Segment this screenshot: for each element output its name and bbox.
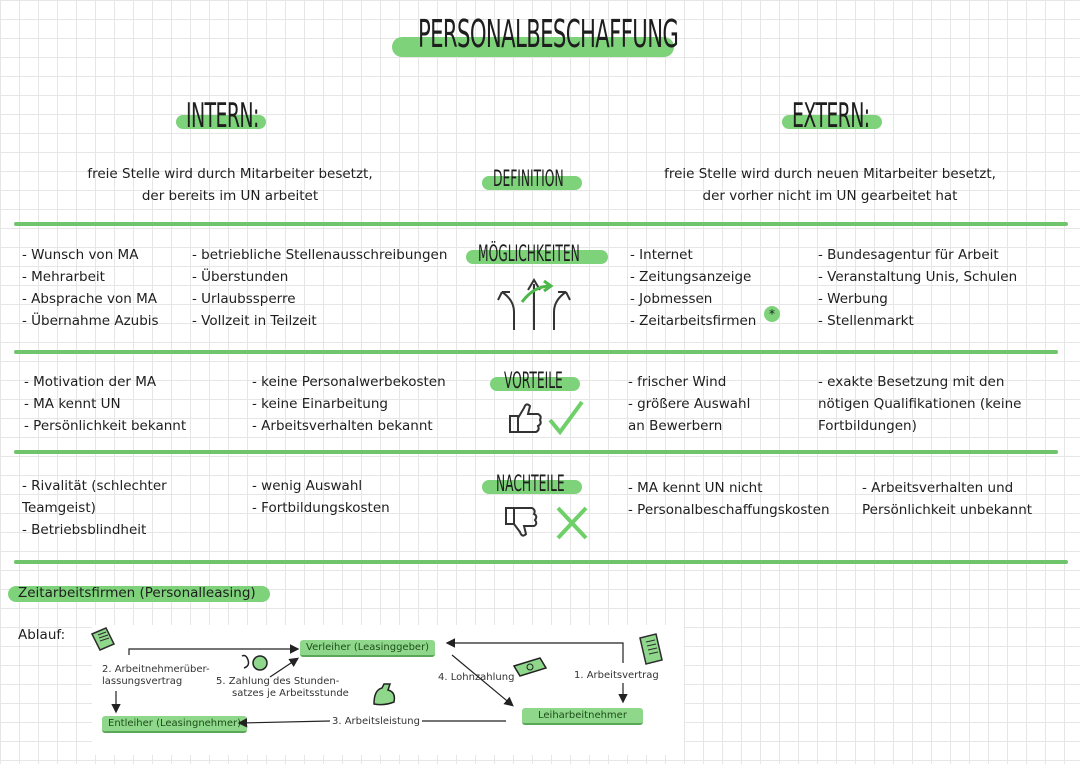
- nachteile-extern-a: - MA kennt UN nicht - Personalbeschaffun…: [628, 477, 830, 521]
- nachteile-intern-a: - Rivalität (schlechter Teamgeist) - Bet…: [22, 475, 167, 541]
- document-icon: [639, 633, 663, 665]
- vorteile-extern-a: - frischer Wind - größere Auswahl an Bew…: [628, 371, 750, 437]
- list-item: - Vollzeit in Teilzeit: [192, 313, 317, 329]
- list-item: - Veranstaltung Unis, Schulen: [818, 269, 1018, 285]
- list-item: - Zeitungsanzeige: [630, 269, 752, 285]
- step-5-label: 5. Zahlung des Stunden- satzes je Arbeit…: [216, 676, 349, 700]
- vorteile-intern-a: - Motivation der MA - MA kennt UN - Pers…: [24, 371, 186, 437]
- vorteile-label: VORTEILE: [504, 369, 563, 394]
- list-item: nötigen Qualifikationen (keine: [818, 396, 1022, 412]
- list-item: Persönlichkeit unbekannt: [862, 502, 1033, 518]
- list-item: - Stellenmarkt: [818, 313, 914, 329]
- list-item: - frischer Wind: [628, 374, 727, 390]
- definition-intern-line: der bereits im UN arbeitet: [141, 188, 319, 204]
- step-3-label: 3. Arbeitsleistung: [332, 716, 420, 727]
- banknote-icon: [512, 657, 548, 677]
- crossroads-icon: [497, 278, 571, 330]
- definition-extern-line: freie Stelle wird durch neuen Mitarbeite…: [664, 166, 996, 182]
- definition-label: DEFINITION: [493, 167, 564, 192]
- divider: [14, 560, 1068, 564]
- list-item: - Betriebsblindheit: [22, 522, 147, 538]
- title-highlight: [392, 37, 674, 57]
- moeglichkeiten-extern-a: - Internet - Zeitungsanzeige - Jobmessen…: [630, 244, 756, 332]
- step-2-line: 2. Arbeitnehmerüber-: [102, 664, 210, 675]
- document-icon: [90, 627, 116, 651]
- extern-highlight: [782, 115, 882, 129]
- step-1-label: 1. Arbeitsvertrag: [574, 670, 659, 681]
- verleiher-box: Verleiher (Leasinggeber): [300, 640, 436, 657]
- moeglichkeiten-intern-b: - betriebliche Stellenausschreibungen - …: [192, 244, 447, 332]
- list-item: - keine Einarbeitung: [252, 396, 388, 412]
- thumbs-up-icon: [509, 400, 584, 436]
- divider: [14, 222, 1068, 226]
- vorteile-label-highlight: [490, 377, 580, 391]
- intern-highlight: [176, 115, 266, 129]
- list-item: - Personalbeschaffungskosten: [628, 502, 830, 518]
- step-2-line: lassungsvertrag: [102, 676, 183, 687]
- list-item: - Arbeitsverhalten und: [862, 480, 1014, 496]
- list-item: - Mehrarbeit: [22, 269, 105, 285]
- moeglichkeiten-label-highlight: [466, 250, 608, 264]
- vorteile-extern-b: - exakte Besetzung mit den nötigen Quali…: [818, 371, 1021, 437]
- entleiher-box: Entleiher (Leasingnehmer): [102, 716, 248, 733]
- step-4-label: 4. Lohnzahlung: [438, 672, 515, 683]
- moeglichkeiten-extern-b: - Bundesagentur für Arbeit - Veranstaltu…: [818, 244, 1017, 332]
- list-item: - Wunsch von MA: [22, 247, 139, 263]
- muscle-icon: [373, 683, 396, 706]
- list-item: - MA kennt UN: [24, 396, 121, 412]
- list-item: - Bundesagentur für Arbeit: [818, 247, 999, 263]
- list-item: - Zeitarbeitsfirmen: [630, 313, 757, 329]
- list-item: - Urlaubssperre: [192, 291, 296, 307]
- list-item: - Jobmessen: [630, 291, 713, 307]
- list-item: - Absprache von MA: [22, 291, 157, 307]
- nachteile-intern-b: - wenig Auswahl - Fortbildungskosten: [252, 475, 390, 519]
- asterisk-marker: *: [764, 306, 780, 322]
- extern-header: EXTERN:: [792, 96, 870, 136]
- list-item: - größere Auswahl: [628, 396, 751, 412]
- money-icon: [241, 654, 268, 671]
- step-5-line: satzes je Arbeitsstunde: [232, 688, 349, 699]
- vorteile-intern-b: - keine Personalwerbekosten - keine Eina…: [252, 371, 446, 437]
- diagram-arrows: [111, 638, 628, 728]
- leiharbeitnehmer-box: Leiharbeitnehmer: [522, 708, 643, 725]
- list-item: - Motivation der MA: [24, 374, 157, 390]
- divider: [14, 450, 1058, 454]
- definition-intern-line: freie Stelle wird durch Mitarbeiter bese…: [87, 166, 373, 182]
- thumbs-down-icon: [505, 506, 588, 540]
- list-item: an Bewerbern: [628, 418, 723, 434]
- list-item: - Werbung: [818, 291, 888, 307]
- ablauf-label: Ablauf:: [18, 627, 66, 643]
- step-5-line: 5. Zahlung des Stunden-: [216, 676, 340, 687]
- nachteile-extern-b: - Arbeitsverhalten und Persönlichkeit un…: [862, 477, 1032, 521]
- list-item: - betriebliche Stellenausschreibungen: [192, 247, 448, 263]
- list-item: - exakte Besetzung mit den: [818, 374, 1005, 390]
- list-item: - Internet: [630, 247, 693, 263]
- list-item: - Überstunden: [192, 269, 289, 285]
- moeglichkeiten-label: MÖGLICHKEITEN: [478, 242, 580, 267]
- zeitarbeit-heading-highlight: [8, 586, 270, 602]
- nachteile-label-highlight: [482, 480, 582, 494]
- list-item: - wenig Auswahl: [252, 478, 363, 494]
- list-item: - Fortbildungskosten: [252, 500, 390, 516]
- zeitarbeit-heading: Zeitarbeitsfirmen (Personalleasing): [18, 585, 256, 601]
- definition-extern: freie Stelle wird durch neuen Mitarbeite…: [640, 163, 1020, 207]
- list-item: Teamgeist): [22, 500, 96, 516]
- list-item: - keine Personalwerbekosten: [252, 374, 446, 390]
- definition-extern-line: der vorher nicht im UN gearbeitet hat: [702, 188, 958, 204]
- list-item: - Übernahme Azubis: [22, 313, 159, 329]
- list-item: - Arbeitsverhalten bekannt: [252, 418, 433, 434]
- list-item: - Rivalität (schlechter: [22, 478, 167, 494]
- list-item: Fortbildungen): [818, 418, 917, 434]
- definition-intern: freie Stelle wird durch Mitarbeiter bese…: [40, 163, 420, 207]
- page-title: PERSONALBESCHAFFUNG: [418, 12, 679, 56]
- nachteile-label: NACHTEILE: [496, 472, 565, 497]
- step-2-label: 2. Arbeitnehmerüber- lassungsvertrag: [102, 664, 210, 688]
- divider: [14, 350, 1058, 354]
- list-item: - MA kennt UN nicht: [628, 480, 763, 496]
- intern-header: INTERN:: [186, 96, 259, 136]
- definition-label-highlight: [482, 176, 582, 190]
- moeglichkeiten-intern-a: - Wunsch von MA - Mehrarbeit - Absprache…: [22, 244, 159, 332]
- list-item: - Persönlichkeit bekannt: [24, 418, 187, 434]
